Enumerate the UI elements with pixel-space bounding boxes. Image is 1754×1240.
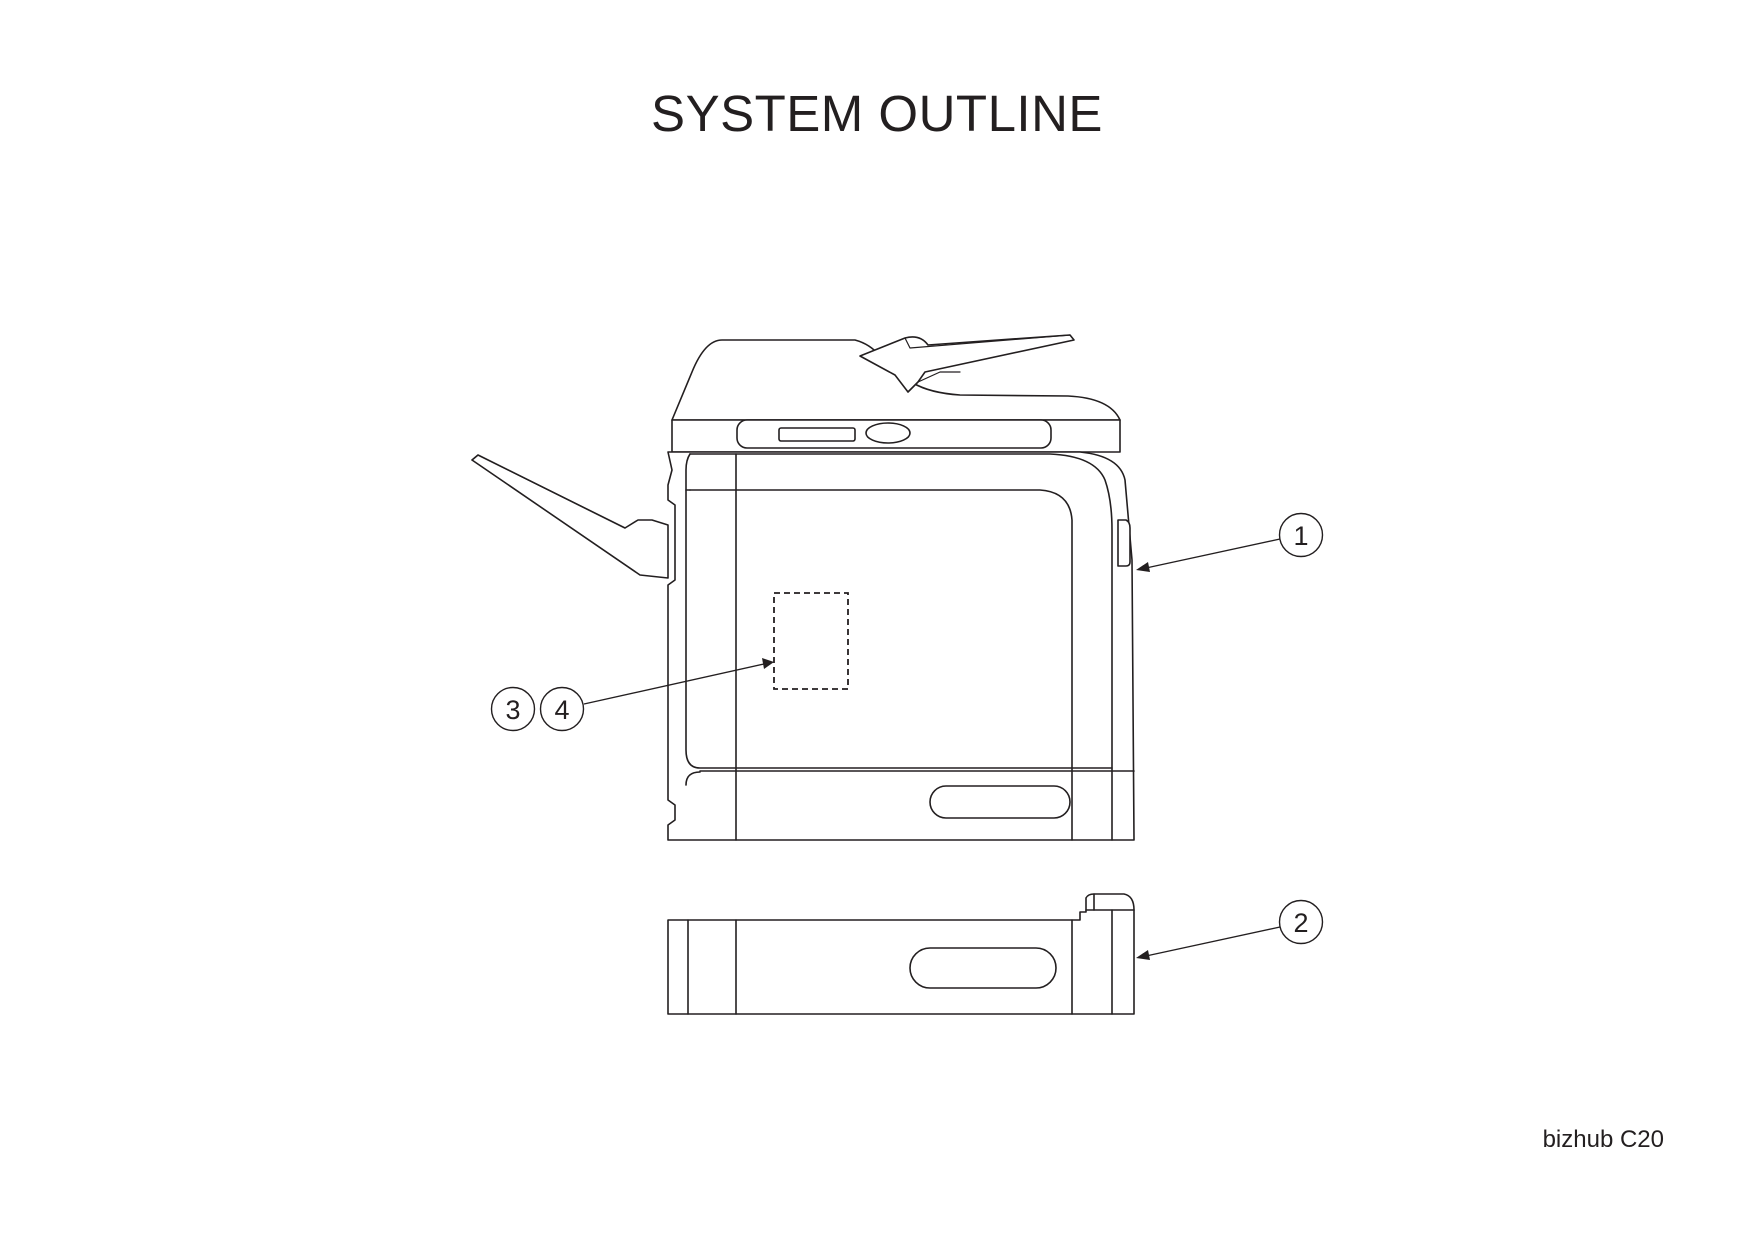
callout-2-label: 2 bbox=[1293, 908, 1308, 938]
main-unit-illustration bbox=[471, 334, 1135, 841]
main-body bbox=[667, 451, 1135, 841]
internal-memory-area bbox=[773, 592, 849, 690]
callout-3-4: 3 4 bbox=[490, 658, 774, 732]
callout-1: 1 bbox=[1136, 512, 1324, 572]
paper-feed-unit-illustration bbox=[667, 893, 1135, 1015]
document-feeder bbox=[671, 334, 1121, 421]
callout-4-label: 4 bbox=[554, 695, 569, 725]
page-title: SYSTEM OUTLINE bbox=[651, 85, 1103, 142]
callout-3-label: 3 bbox=[505, 695, 520, 725]
control-panel bbox=[671, 419, 1121, 453]
left-paper-tray bbox=[471, 454, 669, 579]
callout-1-label: 1 bbox=[1293, 521, 1308, 551]
callout-2: 2 bbox=[1136, 899, 1324, 960]
model-name: bizhub C20 bbox=[1542, 1126, 1664, 1153]
